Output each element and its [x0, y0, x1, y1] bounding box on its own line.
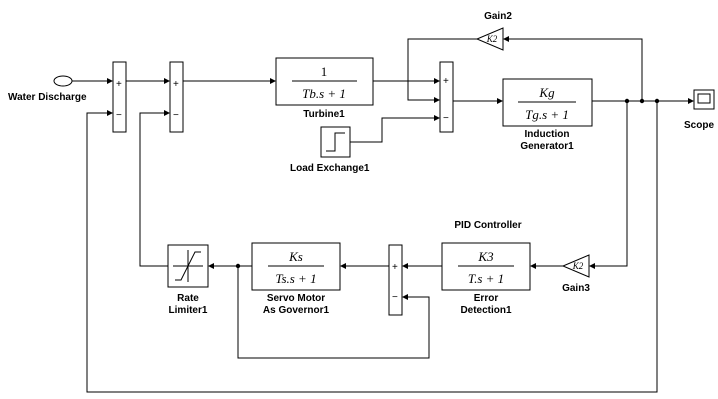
step-icon [326, 132, 345, 152]
gain3-label: Gain3 [562, 283, 590, 294]
rate-limiter-curve-icon [175, 251, 201, 281]
error-detection-label-line1: Error [474, 293, 499, 304]
signal-output-to-gain3 [594, 101, 628, 267]
sum-block-1[interactable]: + − [112, 61, 127, 133]
sum-block-4[interactable]: + − [388, 244, 403, 316]
sum-block-2-plus-sign: + [173, 79, 179, 90]
sum-block-3-minus-sign: − [443, 113, 449, 124]
scope-screen-icon [697, 93, 711, 104]
induction-generator-label-line1: Induction [525, 129, 570, 140]
signal-output-to-gain2 [508, 38, 643, 101]
arrowhead [402, 263, 408, 269]
scope-block[interactable]: Scope [684, 89, 715, 131]
pid-controller-title: PID Controller [454, 220, 521, 231]
arrowhead [497, 98, 503, 104]
water-discharge-port[interactable] [53, 75, 73, 87]
induction-generator-denominator: Tg.s + 1 [525, 107, 569, 122]
servo-motor-label-line1: Servo Motor [267, 293, 325, 304]
error-detection-denominator: T.s + 1 [468, 271, 504, 286]
sum-block-1-body[interactable] [112, 61, 127, 133]
gain2-value: K2 [486, 34, 498, 44]
sum-block-1-plus-sign: + [116, 79, 122, 90]
gain2-label: Gain2 [484, 11, 512, 22]
arrowhead [434, 78, 440, 84]
sum-block-4-plus-sign: + [392, 262, 398, 273]
gain3-value: K2 [572, 261, 584, 271]
signal-load-to-sum3 [350, 117, 435, 143]
load-exchange-label: Load Exchange1 [290, 163, 370, 174]
signal-rate-limiter-to-sum2 [139, 112, 168, 267]
error-detection-label-line2: Detection1 [460, 305, 512, 316]
signal-output-to-sum1 [86, 101, 658, 393]
induction-generator-label-line2: Generator1 [520, 141, 574, 152]
turbine-denominator: Tb.s + 1 [302, 86, 346, 101]
arrowhead [503, 36, 509, 42]
sum-block-3-body[interactable] [439, 61, 454, 133]
arrowhead [340, 263, 346, 269]
signal-gain2-to-sum3 [407, 38, 477, 101]
arrowhead [208, 263, 214, 269]
arrowhead [107, 78, 113, 84]
signal-servo-feedback-to-sum4 [237, 266, 430, 359]
signal-lines [72, 36, 694, 393]
arrowhead [402, 294, 408, 300]
arrowhead [589, 263, 595, 269]
scope-label: Scope [684, 120, 714, 131]
sum-block-4-body[interactable] [388, 244, 403, 316]
arrowhead [434, 97, 440, 103]
sum-block-1-minus-sign: − [116, 110, 122, 121]
servo-motor-block[interactable]: Ks Ts.s + 1 Servo Motor As Governor1 [251, 242, 341, 316]
sum-block-2[interactable]: + − [169, 61, 184, 133]
rate-limiter-label-line1: Rate [177, 293, 199, 304]
induction-generator-numerator: Kg [538, 85, 555, 100]
servo-motor-label-line2: As Governor1 [263, 305, 330, 316]
turbine-label: Turbine1 [303, 109, 345, 120]
rate-limiter-label-line2: Limiter1 [169, 305, 208, 316]
error-detection-numerator: K3 [477, 249, 494, 264]
turbine-block[interactable]: 1 Tb.s + 1 Turbine1 [275, 57, 374, 120]
servo-motor-numerator: Ks [288, 249, 303, 264]
gain3-block[interactable]: K2 Gain3 [561, 254, 590, 294]
sum-block-3[interactable]: + − [439, 61, 454, 133]
sum-block-4-minus-sign: − [392, 292, 398, 303]
sum-block-2-body[interactable] [169, 61, 184, 133]
induction-generator-block[interactable]: Kg Tg.s + 1 Induction Generator1 [502, 78, 593, 152]
servo-motor-denominator: Ts.s + 1 [275, 271, 316, 286]
sum-block-3-plus-sign: + [443, 76, 449, 87]
water-discharge-source[interactable]: Water Discharge [8, 75, 87, 103]
gain2-block[interactable]: K2 Gain2 [475, 11, 512, 51]
arrowhead [434, 115, 440, 121]
arrowhead [688, 98, 694, 104]
arrowhead [164, 110, 170, 116]
arrowhead [107, 110, 113, 116]
turbine-numerator: 1 [321, 64, 328, 79]
load-exchange-block[interactable]: Load Exchange1 [290, 126, 370, 174]
sum-block-2-minus-sign: − [173, 110, 179, 121]
water-discharge-label: Water Discharge [8, 92, 87, 103]
error-detection-block[interactable]: K3 T.s + 1 Error Detection1 [441, 242, 531, 316]
rate-limiter-block[interactable]: Rate Limiter1 [167, 244, 209, 316]
arrowhead [530, 263, 536, 269]
arrowhead [270, 78, 276, 84]
arrowhead [164, 78, 170, 84]
